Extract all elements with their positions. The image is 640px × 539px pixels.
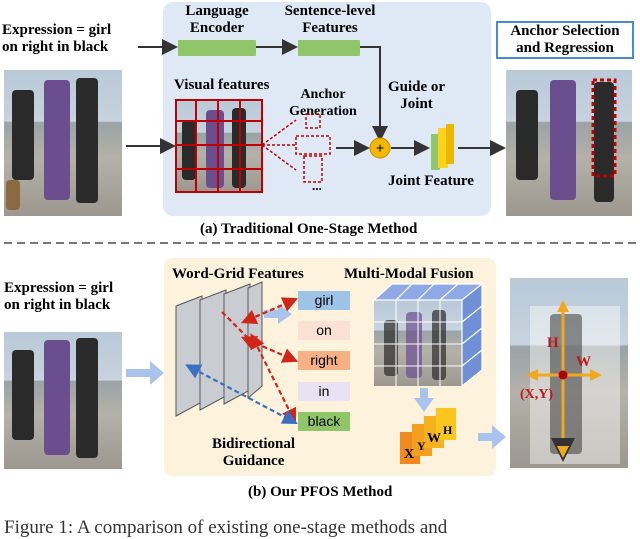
anchor-boxes	[261, 113, 331, 183]
svg-text:Y: Y	[417, 439, 426, 453]
arrow-image-to-grid	[126, 361, 164, 385]
label-xy: (X,Y)	[520, 387, 553, 402]
fusion-cube-front-grid	[374, 300, 462, 386]
sentence-features-label: Sentence-level Features	[284, 3, 376, 36]
word-in: in	[298, 382, 350, 401]
center-point	[558, 370, 568, 380]
joint-feature-green	[431, 134, 440, 170]
input-image-bottom	[4, 332, 122, 469]
arrow-features-to-guide	[360, 46, 388, 142]
visual-grid	[175, 99, 263, 193]
arrow-up-h	[557, 300, 569, 312]
word-on: on	[298, 321, 350, 340]
anchor-ellipsis: ...	[312, 178, 322, 193]
output-cross	[531, 305, 598, 462]
bidirectional-label: Bidirectional Guidance	[212, 436, 296, 469]
anchor-generation-label: Anchor Generation	[289, 87, 357, 119]
output-image-top	[506, 70, 632, 216]
anchor-selection-box: Anchor Selection and Regression	[496, 21, 634, 59]
fusion-cube	[372, 282, 484, 388]
language-encoder-label: Language Encoder	[185, 3, 249, 36]
top-expression-text: Expression = girl on right in black	[2, 22, 112, 55]
svg-text:X: X	[404, 447, 414, 462]
word-grid-label: Word-Grid Features	[172, 266, 304, 282]
plus-icon	[369, 137, 391, 159]
sentence-features-bar	[298, 40, 360, 56]
output-image-bottom	[510, 278, 628, 468]
label-w: W	[576, 354, 591, 370]
guide-or-joint-label: Guide or Joint	[388, 79, 446, 112]
joint-feature-label: Joint Feature	[388, 173, 474, 189]
joint-feature-yellow	[438, 128, 448, 168]
guidance-arrows	[185, 297, 299, 425]
bottom-caption: (b) Our PFOS Method	[248, 484, 393, 500]
svg-text:+: +	[376, 141, 385, 157]
word-black: black	[298, 412, 350, 431]
joint-feature-side	[446, 124, 454, 164]
svg-text:W: W	[427, 431, 441, 446]
arrow-to-output	[478, 425, 506, 449]
word-right: right	[298, 351, 350, 370]
label-h: H	[547, 335, 559, 351]
arrow-left-w	[526, 369, 538, 381]
language-encoder-bar	[178, 40, 256, 56]
svg-text:H: H	[443, 423, 453, 437]
fusion-label: Multi-Modal Fusion	[344, 266, 474, 282]
figure-caption: Figure 1: A comparison of existing one-s…	[4, 517, 448, 538]
bottom-expression-text: Expression = girl on right in black	[4, 280, 114, 313]
word-girl: girl	[298, 291, 350, 310]
arrow-right-w	[590, 369, 602, 381]
word-grid-frames	[175, 281, 263, 417]
arrow-down-h	[557, 446, 569, 458]
coordinate-blocks: X Y W H	[400, 408, 456, 464]
visual-features-label: Visual features	[174, 77, 270, 93]
arrow-cube-down	[414, 388, 434, 412]
top-caption: (a) Traditional One-Stage Method	[200, 221, 418, 237]
output-anchor-box	[591, 78, 617, 178]
input-image-top	[4, 70, 122, 216]
